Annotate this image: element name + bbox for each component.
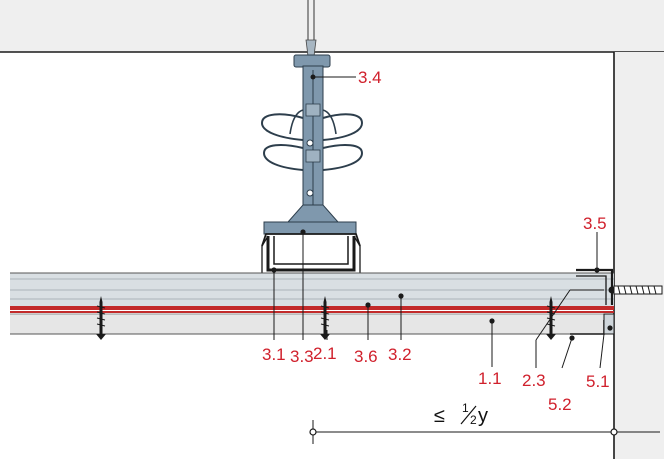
wall-anchor-icon xyxy=(613,285,663,295)
hanger-rod xyxy=(305,0,317,57)
side-wall xyxy=(614,52,664,459)
callout-2-1: 2.1 xyxy=(313,344,337,363)
nonius-hanger xyxy=(260,54,364,223)
callout-labels: 3.4 3.5 3.1 3.3 2.1 3.6 3.2 1.1 2.3 5.2 … xyxy=(262,68,610,414)
callout-3-6: 3.6 xyxy=(354,347,378,366)
leader-dots xyxy=(271,229,613,341)
cd-profile xyxy=(261,221,361,285)
dimension-line: ≤ 1 2 y xyxy=(309,401,660,444)
callout-2-3: 2.3 xyxy=(522,371,546,390)
lower-board xyxy=(10,314,614,334)
dimension-numerator: 1 xyxy=(462,401,469,415)
leader-lines xyxy=(273,76,605,369)
callout-3-4: 3.4 xyxy=(358,68,382,87)
wall-connection xyxy=(576,268,663,305)
callout-3-3: 3.3 xyxy=(290,347,314,366)
screw-icon-left xyxy=(96,296,106,340)
callout-1-1: 1.1 xyxy=(478,369,502,388)
callout-3-1: 3.1 xyxy=(262,345,286,364)
callout-3-5: 3.5 xyxy=(583,214,607,233)
dimension-suffix: y xyxy=(478,405,488,427)
callout-5-2: 5.2 xyxy=(548,395,572,414)
dimension-denominator: 2 xyxy=(470,413,477,427)
concrete-slab xyxy=(0,0,664,52)
red-layer xyxy=(10,306,614,310)
upper-board xyxy=(10,273,614,306)
callout-5-1: 5.1 xyxy=(586,372,610,391)
dimension-prefix: ≤ xyxy=(434,405,445,427)
callout-3-2: 3.2 xyxy=(388,345,412,364)
board-layers xyxy=(10,272,615,335)
